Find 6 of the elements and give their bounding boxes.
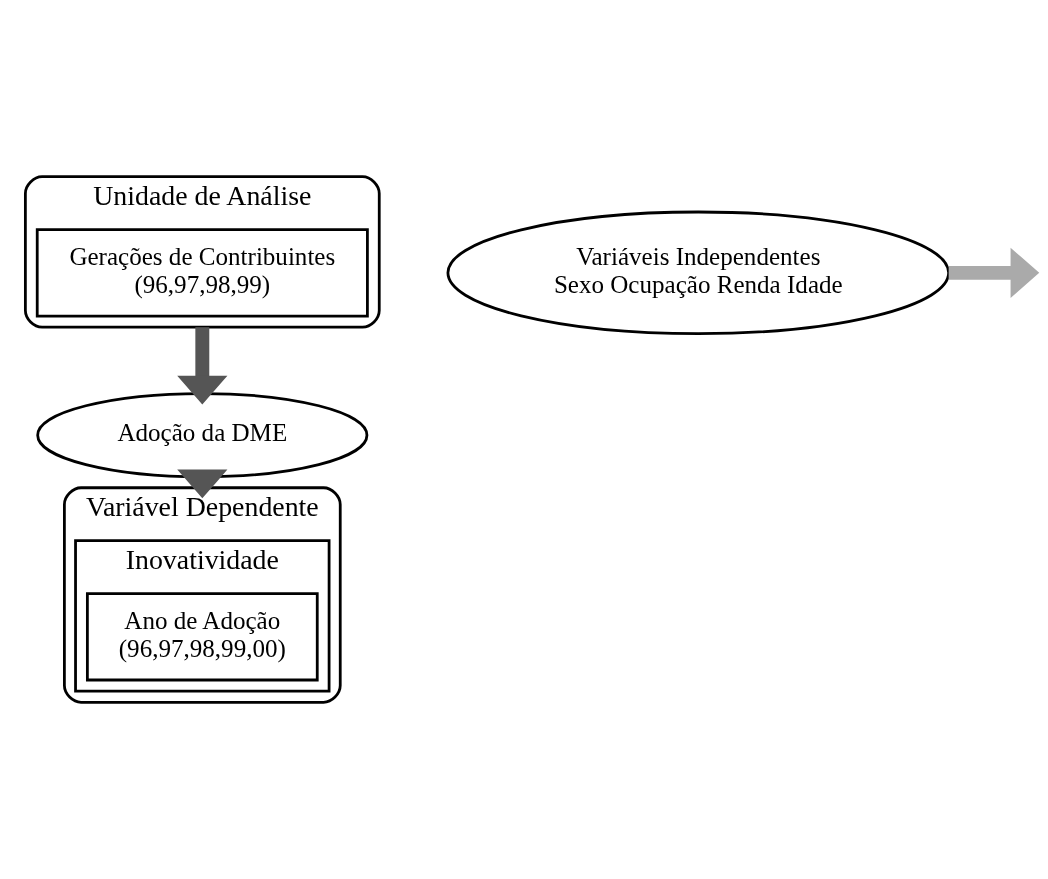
node-box: Gerações de Contribuintes (96,97,98,99)	[35, 228, 369, 318]
node-box: Ano de Adoção (96,97,98,99,00)	[86, 592, 319, 682]
arrow	[177, 469, 228, 499]
arrow	[948, 247, 1040, 298]
node-ellipse: Variáveis Independentes Sexo Ocupação Renda Idade	[446, 210, 951, 336]
arrow	[177, 327, 228, 405]
